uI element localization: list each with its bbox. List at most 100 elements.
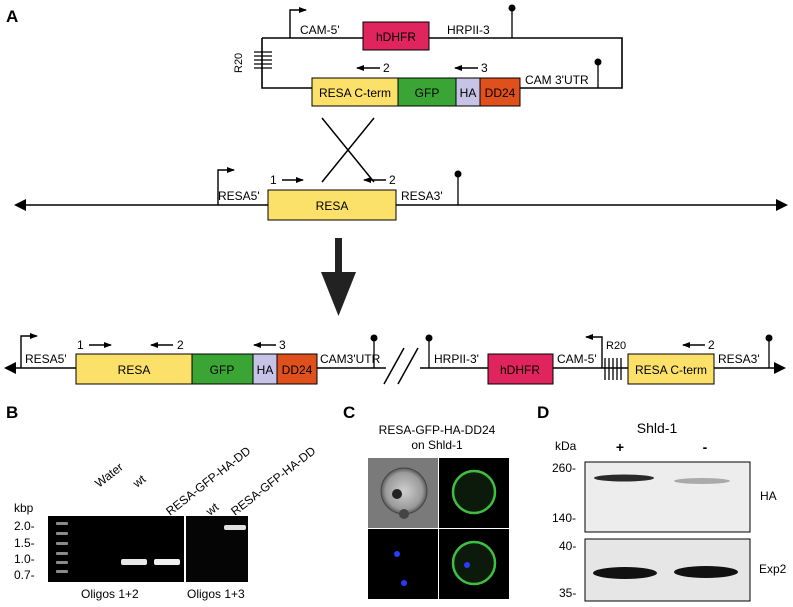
panel-a-letter: A (6, 7, 18, 26)
gel-2-label: Oligos 1+3 (187, 587, 245, 601)
dd24-box-int (276, 353, 318, 385)
terminator-icon (765, 334, 773, 342)
ladder-1kb: 1.0- (14, 552, 35, 566)
hdhfr-box-int (487, 353, 554, 385)
endogenous-locus: RESA5' RESA RESA3' 1 2 (14, 167, 788, 221)
kbp-label: kbp (14, 501, 34, 515)
r20-label: R20 (233, 53, 245, 73)
ladder-bands (56, 522, 68, 573)
blot-band (674, 478, 730, 484)
dd24-box (479, 77, 521, 107)
hdhfr-box (362, 21, 430, 51)
r20-label-int: R20 (606, 340, 626, 352)
ha-label: HA (460, 86, 477, 100)
r20-repeats (254, 51, 272, 69)
primer-1-label-int: 1 (77, 338, 84, 352)
blot-ha-label: HA (760, 489, 777, 503)
primer-3-label: 3 (481, 61, 488, 75)
ha-label-int: HA (257, 363, 274, 377)
primer-2b-label-int: 2 (708, 338, 715, 352)
gel-1 (48, 516, 184, 582)
break-mark (383, 347, 405, 385)
promoter-arrow (289, 7, 307, 38)
resa5-label-int: RESA5' (25, 352, 67, 366)
terminator-icon (454, 170, 462, 178)
minus-label: - (703, 439, 708, 455)
hdhfr-label-int: hDHFR (500, 363, 540, 377)
microscopy-grid (368, 458, 509, 599)
r20-repeats-int (604, 358, 622, 380)
panel-c-title-line-1: RESA-GFP-HA-DD24 (379, 423, 496, 437)
marker-35: 35- (559, 586, 576, 600)
resa-label-int: RESA (118, 363, 151, 377)
hrpii3-label-int: HRPII-3' (434, 352, 479, 366)
promoter-arrow (20, 333, 38, 368)
gfp-label: GFP (415, 86, 440, 100)
lane-label-wt: wt (129, 472, 148, 491)
plasmid-construct: R20 CAM-5' hDHFR HRPII-3 RESA C-term GFP… (233, 4, 623, 107)
crossover-lines (321, 117, 375, 183)
ladder-0.7kb: 0.7- (14, 568, 35, 582)
promoter-arrow (217, 167, 235, 205)
kda-label: kDa (555, 439, 577, 453)
dapi-image (368, 529, 438, 599)
blot-band (593, 567, 657, 579)
integrated-locus: RESA5' RESA GFP HA DD24 CAM3'UTR HRPII-3… (4, 333, 786, 385)
primer-2-label: 2 (389, 173, 396, 187)
primer-2-label-int: 2 (177, 338, 184, 352)
resa-cterm-box-int (627, 353, 715, 385)
terminator-icon (594, 58, 602, 66)
pcr-band (121, 559, 147, 565)
western-blot-ha (584, 461, 751, 533)
panel-c-title-line-2: on Shld-1 (411, 438, 463, 452)
ha-box-int (252, 353, 278, 385)
primer-3-label-int: 3 (279, 338, 286, 352)
hrpii3-label: HRPII-3 (447, 23, 490, 37)
marker-260: 260- (552, 461, 576, 475)
panel-d-letter: D (537, 403, 549, 422)
blot-band (594, 474, 654, 482)
resa-cterm-label-int: RESA C-term (635, 363, 707, 377)
blot-exp2-label: Exp2 (759, 562, 787, 576)
dd24-label-int: DD24 (282, 363, 313, 377)
panel-c-letter: C (343, 403, 355, 422)
cam5-label: CAM-5' (300, 23, 340, 37)
marker-140: 140- (552, 511, 576, 525)
resa-gene-box (267, 189, 397, 221)
terminator-icon (508, 4, 516, 12)
promoter-arrow (585, 334, 603, 368)
gfp-box-int (191, 353, 254, 385)
integration-arrow (321, 238, 356, 316)
gel-1-label: Oligos 1+2 (81, 587, 139, 601)
primer-2-label: 2 (383, 61, 390, 75)
dd24-label: DD24 (485, 86, 516, 100)
resa-cterm-box (311, 77, 399, 107)
terminator-icon (425, 334, 433, 342)
plus-label: + (616, 439, 624, 455)
ladder-2kb: 2.0- (14, 519, 35, 533)
panel-b-letter: B (6, 403, 18, 422)
resa3-label: RESA3' (401, 189, 443, 203)
gfp-box (397, 77, 457, 107)
gfp-label-int: GFP (210, 363, 235, 377)
resa3-label-int: RESA3' (718, 352, 760, 366)
ha-box (455, 77, 481, 107)
cam5-label-int: CAM-5' (557, 352, 597, 366)
blot-band (674, 566, 738, 578)
marker-40: 40- (559, 539, 576, 553)
resa-box-int (75, 353, 193, 385)
resa-label: RESA (316, 199, 349, 213)
cam3utr-label: CAM 3'UTR (525, 73, 589, 87)
resa-cterm-label: RESA C-term (319, 86, 391, 100)
cam3utr-label-int: CAM3'UTR (320, 352, 381, 366)
panel-d-title: Shld-1 (637, 420, 678, 436)
hdhfr-label: hDHFR (376, 30, 416, 44)
break-mark (397, 347, 419, 385)
terminator-icon (370, 334, 378, 342)
resa5-label: RESA5' (218, 189, 260, 203)
lane-label-water: Water (92, 460, 125, 490)
pcr-band (154, 559, 180, 565)
primer-1-label: 1 (270, 173, 277, 187)
pcr-band (224, 525, 246, 530)
